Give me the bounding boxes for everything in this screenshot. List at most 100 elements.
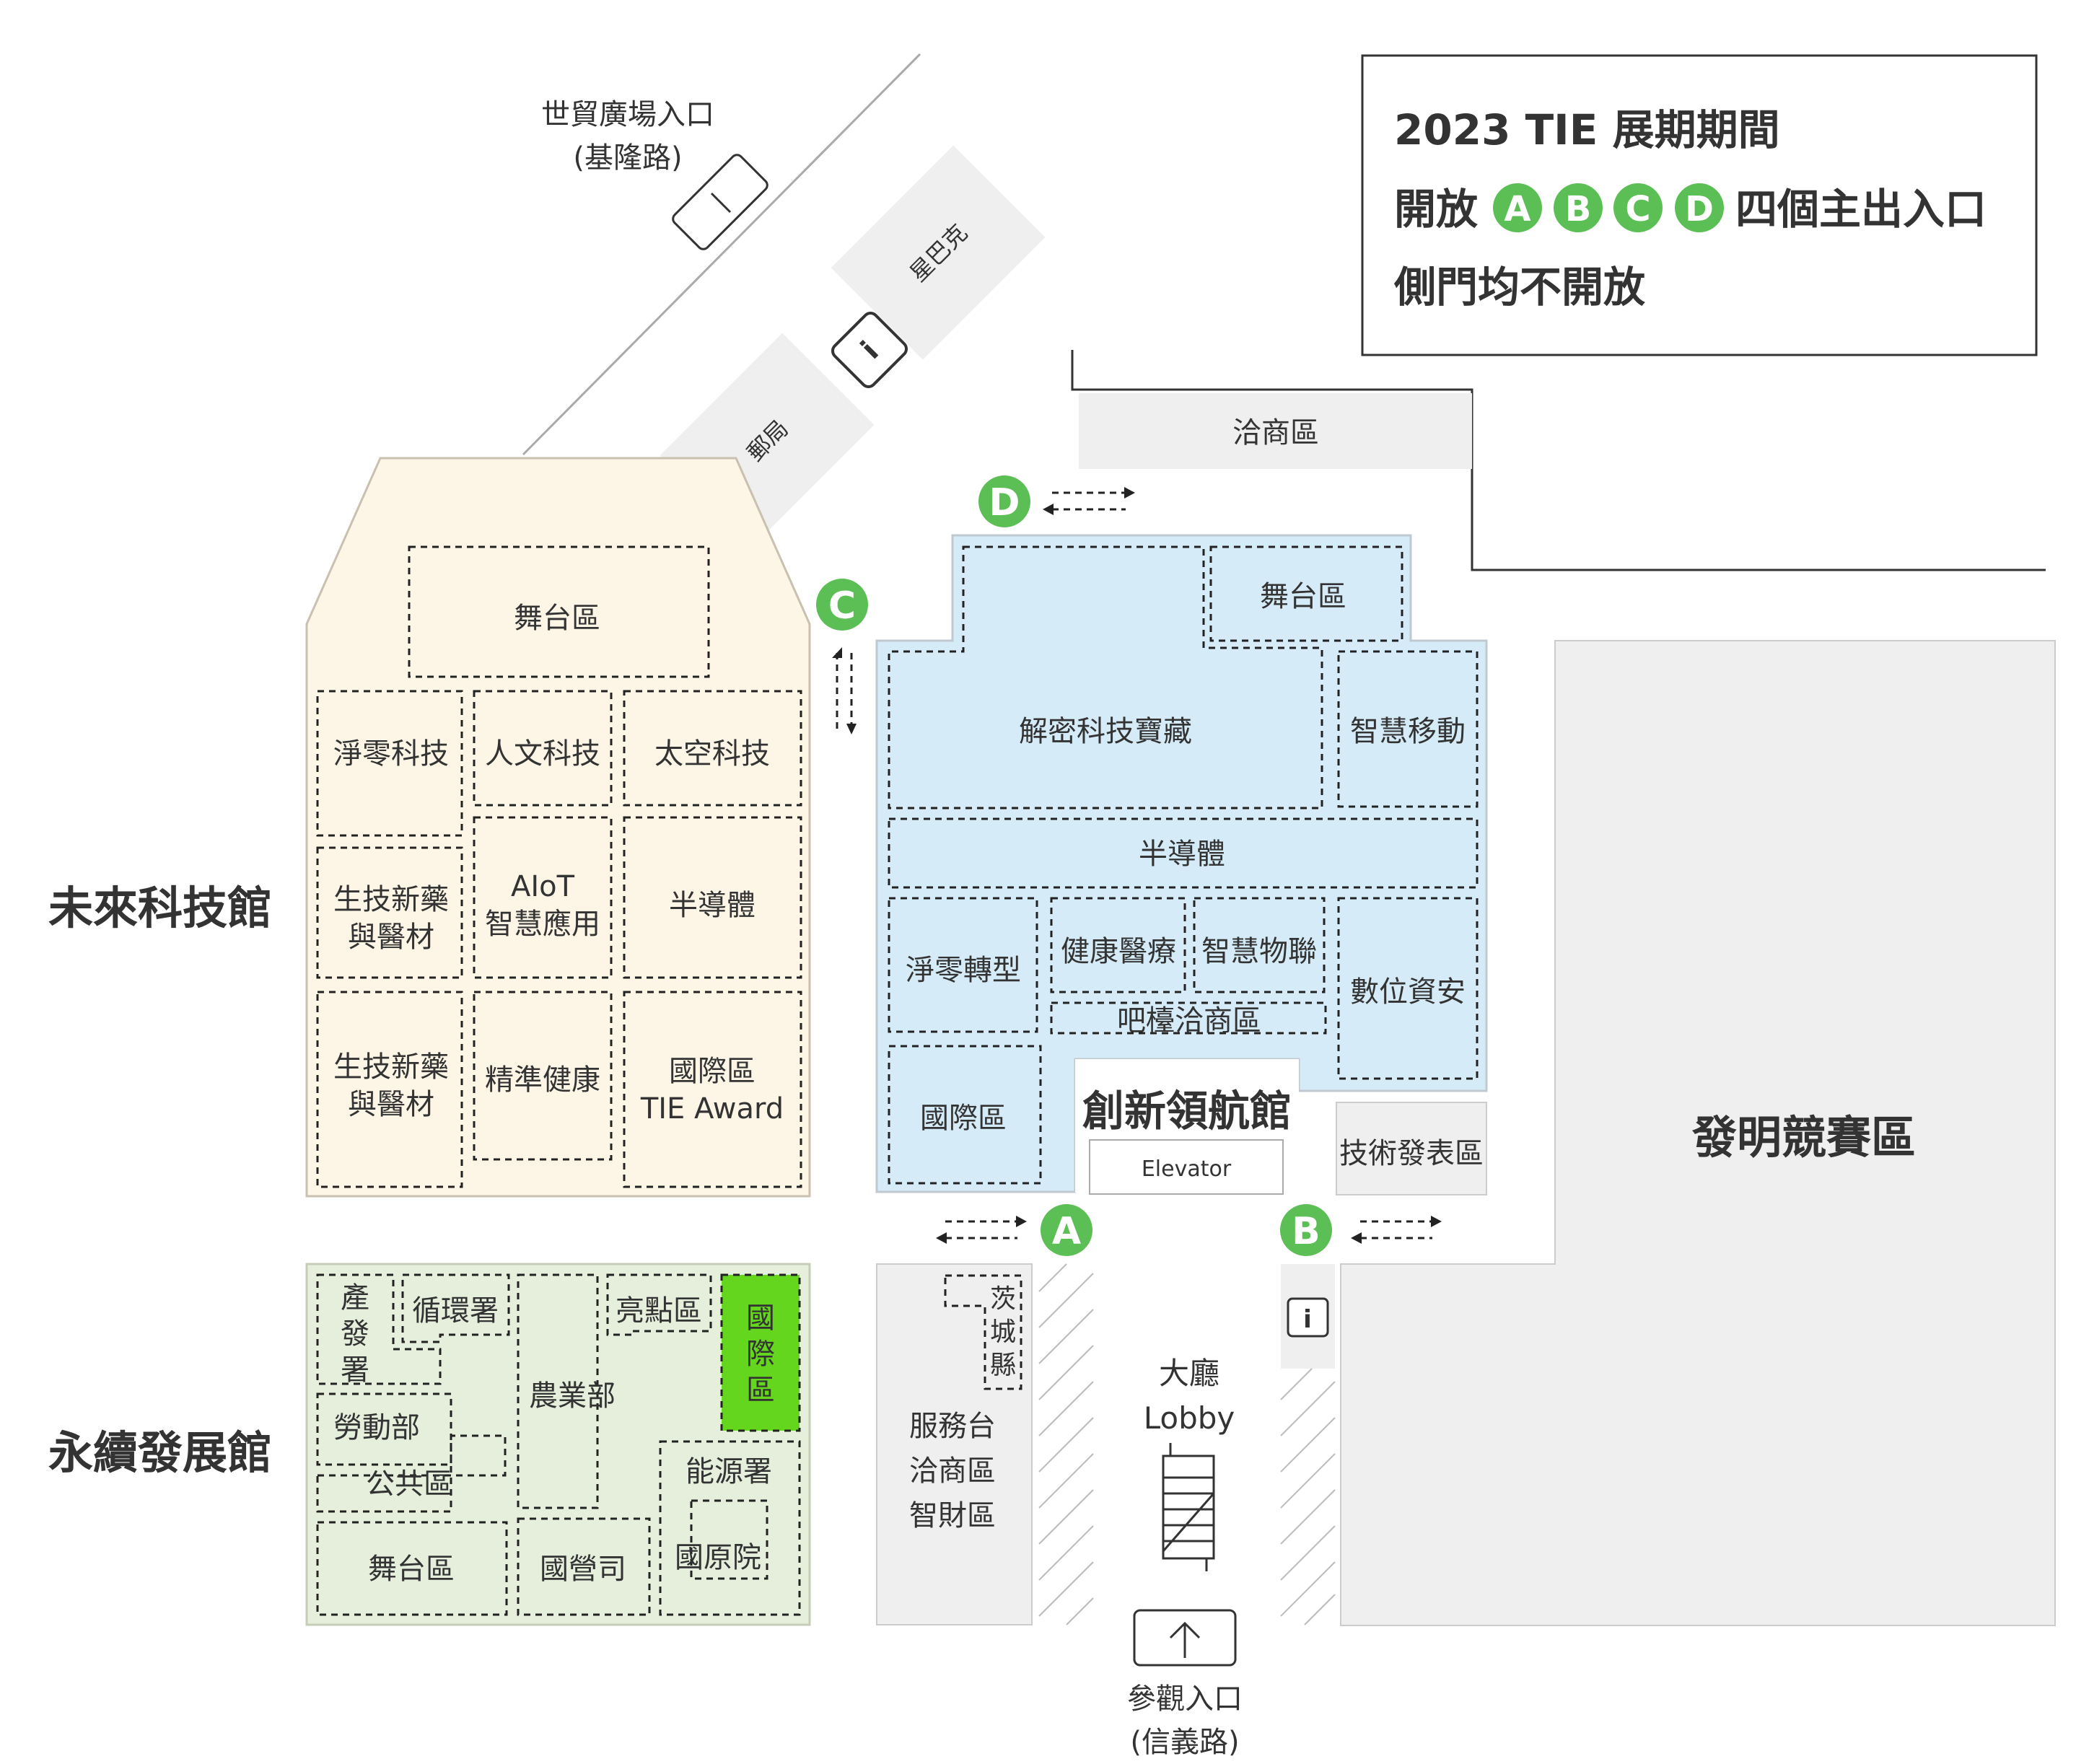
- taoyuan-char1: 茨: [990, 1284, 1016, 1314]
- notice-gate-c-badge: [1613, 183, 1663, 232]
- lobby-zh-label: 大廳: [1159, 1356, 1219, 1391]
- innovation-stage-label: 舞台區: [1260, 580, 1346, 613]
- tech-release-area: [1336, 1102, 1487, 1195]
- future-aiot-line2: 智慧應用: [485, 908, 600, 941]
- notice-gate-b-letter: B: [1565, 189, 1592, 229]
- building-boundary-line: [1071, 350, 2046, 571]
- future-net-zero-label: 淨零科技: [333, 737, 449, 771]
- innovation-semiconductor-label: 半導體: [1139, 838, 1225, 871]
- future-humanities-label: 人文科技: [485, 737, 600, 771]
- taoyuan-booth: [944, 1274, 1022, 1390]
- future-biotech-2-line2: 與醫材: [348, 1088, 434, 1121]
- notice-gate-b-badge: [1554, 183, 1603, 232]
- sustain-stage-label: 舞台區: [368, 1553, 455, 1586]
- future-intl-line2: TIE Award: [640, 1092, 784, 1125]
- gate-b-badge: [1280, 1204, 1332, 1256]
- gate-d-badge: [978, 475, 1030, 527]
- notice-line2-prefix: 開放: [1394, 185, 1478, 234]
- future-biotech-1-line1: 生技新藥: [333, 883, 449, 916]
- innovation-intl-label: 國際區: [920, 1102, 1007, 1135]
- invention-hall-name: 發明競賽區: [1691, 1111, 1916, 1164]
- notice-line2-suffix: 四個主出入口: [1735, 185, 1987, 234]
- info-icon: i: [831, 311, 908, 389]
- sustain-indigenous-label: 國原院: [675, 1541, 761, 1574]
- lobby-hatch-left-pattern: [1038, 1263, 1094, 1625]
- entrance-arrow-icon: [672, 154, 768, 250]
- innovation-net-zero-label: 淨零轉型: [906, 954, 1021, 987]
- road-line: [522, 53, 921, 456]
- sustain-intl-char3: 區: [746, 1374, 775, 1407]
- future-space-label: 太空科技: [654, 737, 770, 771]
- gate-a-arrows-icon: [936, 1216, 1027, 1244]
- gate-d-arrows-icon: [1043, 487, 1135, 515]
- sustain-circular-label: 循環署: [412, 1294, 499, 1328]
- sustain-intl-char1: 國: [746, 1302, 775, 1335]
- wtc-entrance-line2: (基隆路): [573, 141, 682, 175]
- notice-line1: 2023 TIE 展期期間: [1394, 105, 1780, 154]
- visitor-entrance-line1: 參觀入口: [1127, 1682, 1243, 1716]
- gate-a-badge: [1041, 1204, 1092, 1256]
- sustain-industry-dev-char3: 署: [341, 1353, 369, 1387]
- service-line3: 智財區: [909, 1499, 996, 1532]
- notice-line3: 側門均不開放: [1393, 263, 1645, 312]
- lobby-info-icon: [1287, 1297, 1329, 1338]
- notice-gate-a-letter: A: [1504, 189, 1530, 229]
- gate-b-arrows-icon: [1351, 1216, 1442, 1244]
- wtc-entrance-line1: 世貿廣場入口: [541, 98, 714, 131]
- lobby-en-label: Lobby: [1144, 1400, 1235, 1436]
- elevator-label: Elevator: [1142, 1157, 1232, 1182]
- taoyuan-char3: 縣: [990, 1351, 1016, 1380]
- sustain-highlight-label: 亮點區: [616, 1294, 702, 1328]
- future-hall-area: [305, 457, 811, 1198]
- tech-release-label: 技術發表區: [1339, 1137, 1484, 1170]
- future-biotech-2-line1: 生技新藥: [333, 1050, 449, 1084]
- starbucks-block: 星巴克: [831, 145, 1046, 360]
- sustainable-intl-fill: [722, 1275, 800, 1431]
- sustain-state-enterprise-label: 國營司: [540, 1553, 626, 1586]
- notice-gate-c-letter: C: [1625, 189, 1650, 229]
- invention-hall-area: [1340, 640, 2056, 1626]
- elevator-box: [1089, 1139, 1284, 1195]
- sustain-energy-label: 能源署: [686, 1455, 772, 1488]
- future-semiconductor-label: 半導體: [669, 889, 755, 922]
- future-precision-health-label: 精準健康: [485, 1063, 600, 1097]
- future-hall-name: 未來科技館: [48, 882, 272, 934]
- innovation-digital-security-label: 數位資安: [1350, 975, 1466, 1009]
- service-line2: 洽商區: [909, 1454, 996, 1488]
- future-biotech-1-line2: 與醫材: [348, 921, 434, 954]
- gate-c-arrows-icon: [832, 647, 857, 734]
- gate-d-letter: D: [989, 481, 1020, 525]
- gate-c-badge: [816, 579, 868, 631]
- svg-text:i: i: [1303, 1305, 1312, 1334]
- gate-b-letter: B: [1292, 1210, 1321, 1253]
- service-line1: 服務台: [909, 1410, 996, 1443]
- sustain-public-label: 公共區: [366, 1467, 452, 1501]
- innovation-hall-name: 創新領航館: [1082, 1087, 1292, 1136]
- notice-gate-d-badge: [1675, 183, 1724, 232]
- sustainable-hall-name: 永續發展館: [48, 1426, 272, 1479]
- future-stage-label: 舞台區: [514, 602, 600, 635]
- innovation-mobility-label: 智慧移動: [1350, 715, 1466, 748]
- sustain-agriculture-label: 農業部: [529, 1379, 616, 1413]
- innovation-iot-label: 智慧物聯: [1201, 935, 1317, 968]
- future-aiot-line1: AIoT: [511, 870, 575, 903]
- gate-c-letter: C: [828, 584, 856, 628]
- innovation-bar-business-label: 吧檯洽商區: [1117, 1004, 1261, 1037]
- sustain-labor-label: 勞動部: [333, 1411, 420, 1444]
- sustain-intl-char2: 際: [746, 1338, 775, 1371]
- gate-a-letter: A: [1052, 1210, 1081, 1253]
- business-area-top: [1079, 393, 1472, 469]
- escalator-icon: [1162, 1443, 1215, 1571]
- taoyuan-char2: 城: [990, 1317, 1016, 1347]
- sustain-industry-dev-char1: 產: [341, 1281, 369, 1315]
- lobby-hatch-right-pattern: [1280, 1368, 1336, 1625]
- notice-gate-d-letter: D: [1685, 189, 1714, 229]
- visitor-entrance-line2: (信義路): [1130, 1726, 1239, 1759]
- service-desk-area: [876, 1263, 1033, 1625]
- visitor-entrance-arrow-icon: [1133, 1609, 1237, 1667]
- sustain-industry-dev-char2: 發: [341, 1317, 369, 1351]
- notice-gate-a-badge: [1493, 183, 1542, 232]
- business-area-top-label: 洽商區: [1232, 416, 1319, 449]
